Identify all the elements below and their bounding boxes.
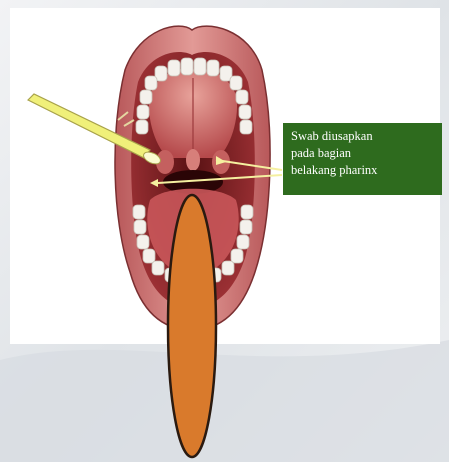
tooth [168, 60, 180, 76]
background-fold [0, 340, 449, 462]
tooth [194, 58, 206, 75]
tongue-depressor [168, 195, 216, 457]
tooth [137, 105, 149, 119]
tooth [231, 249, 243, 263]
tooth [240, 220, 252, 234]
callout-label: Swab diusapkan pada bagian belakang phar… [283, 123, 442, 195]
tooth [140, 90, 152, 104]
tooth [222, 261, 234, 275]
callout-line-2: pada bagian [291, 145, 434, 162]
tooth [137, 235, 149, 249]
tooth [134, 220, 146, 234]
tooth [207, 60, 219, 76]
tooth [145, 76, 157, 90]
tooth [133, 205, 145, 219]
tooth [152, 261, 164, 275]
tooth [241, 205, 253, 219]
tooth [181, 58, 193, 75]
callout-line-3: belakang pharinx [291, 162, 434, 179]
tooth [239, 105, 251, 119]
tooth [230, 76, 242, 90]
tooth [136, 120, 148, 134]
tooth [237, 235, 249, 249]
callout-line-1: Swab diusapkan [291, 128, 434, 145]
tooth [236, 90, 248, 104]
uvula [186, 149, 200, 171]
tooth [143, 249, 155, 263]
tooth [240, 120, 252, 134]
